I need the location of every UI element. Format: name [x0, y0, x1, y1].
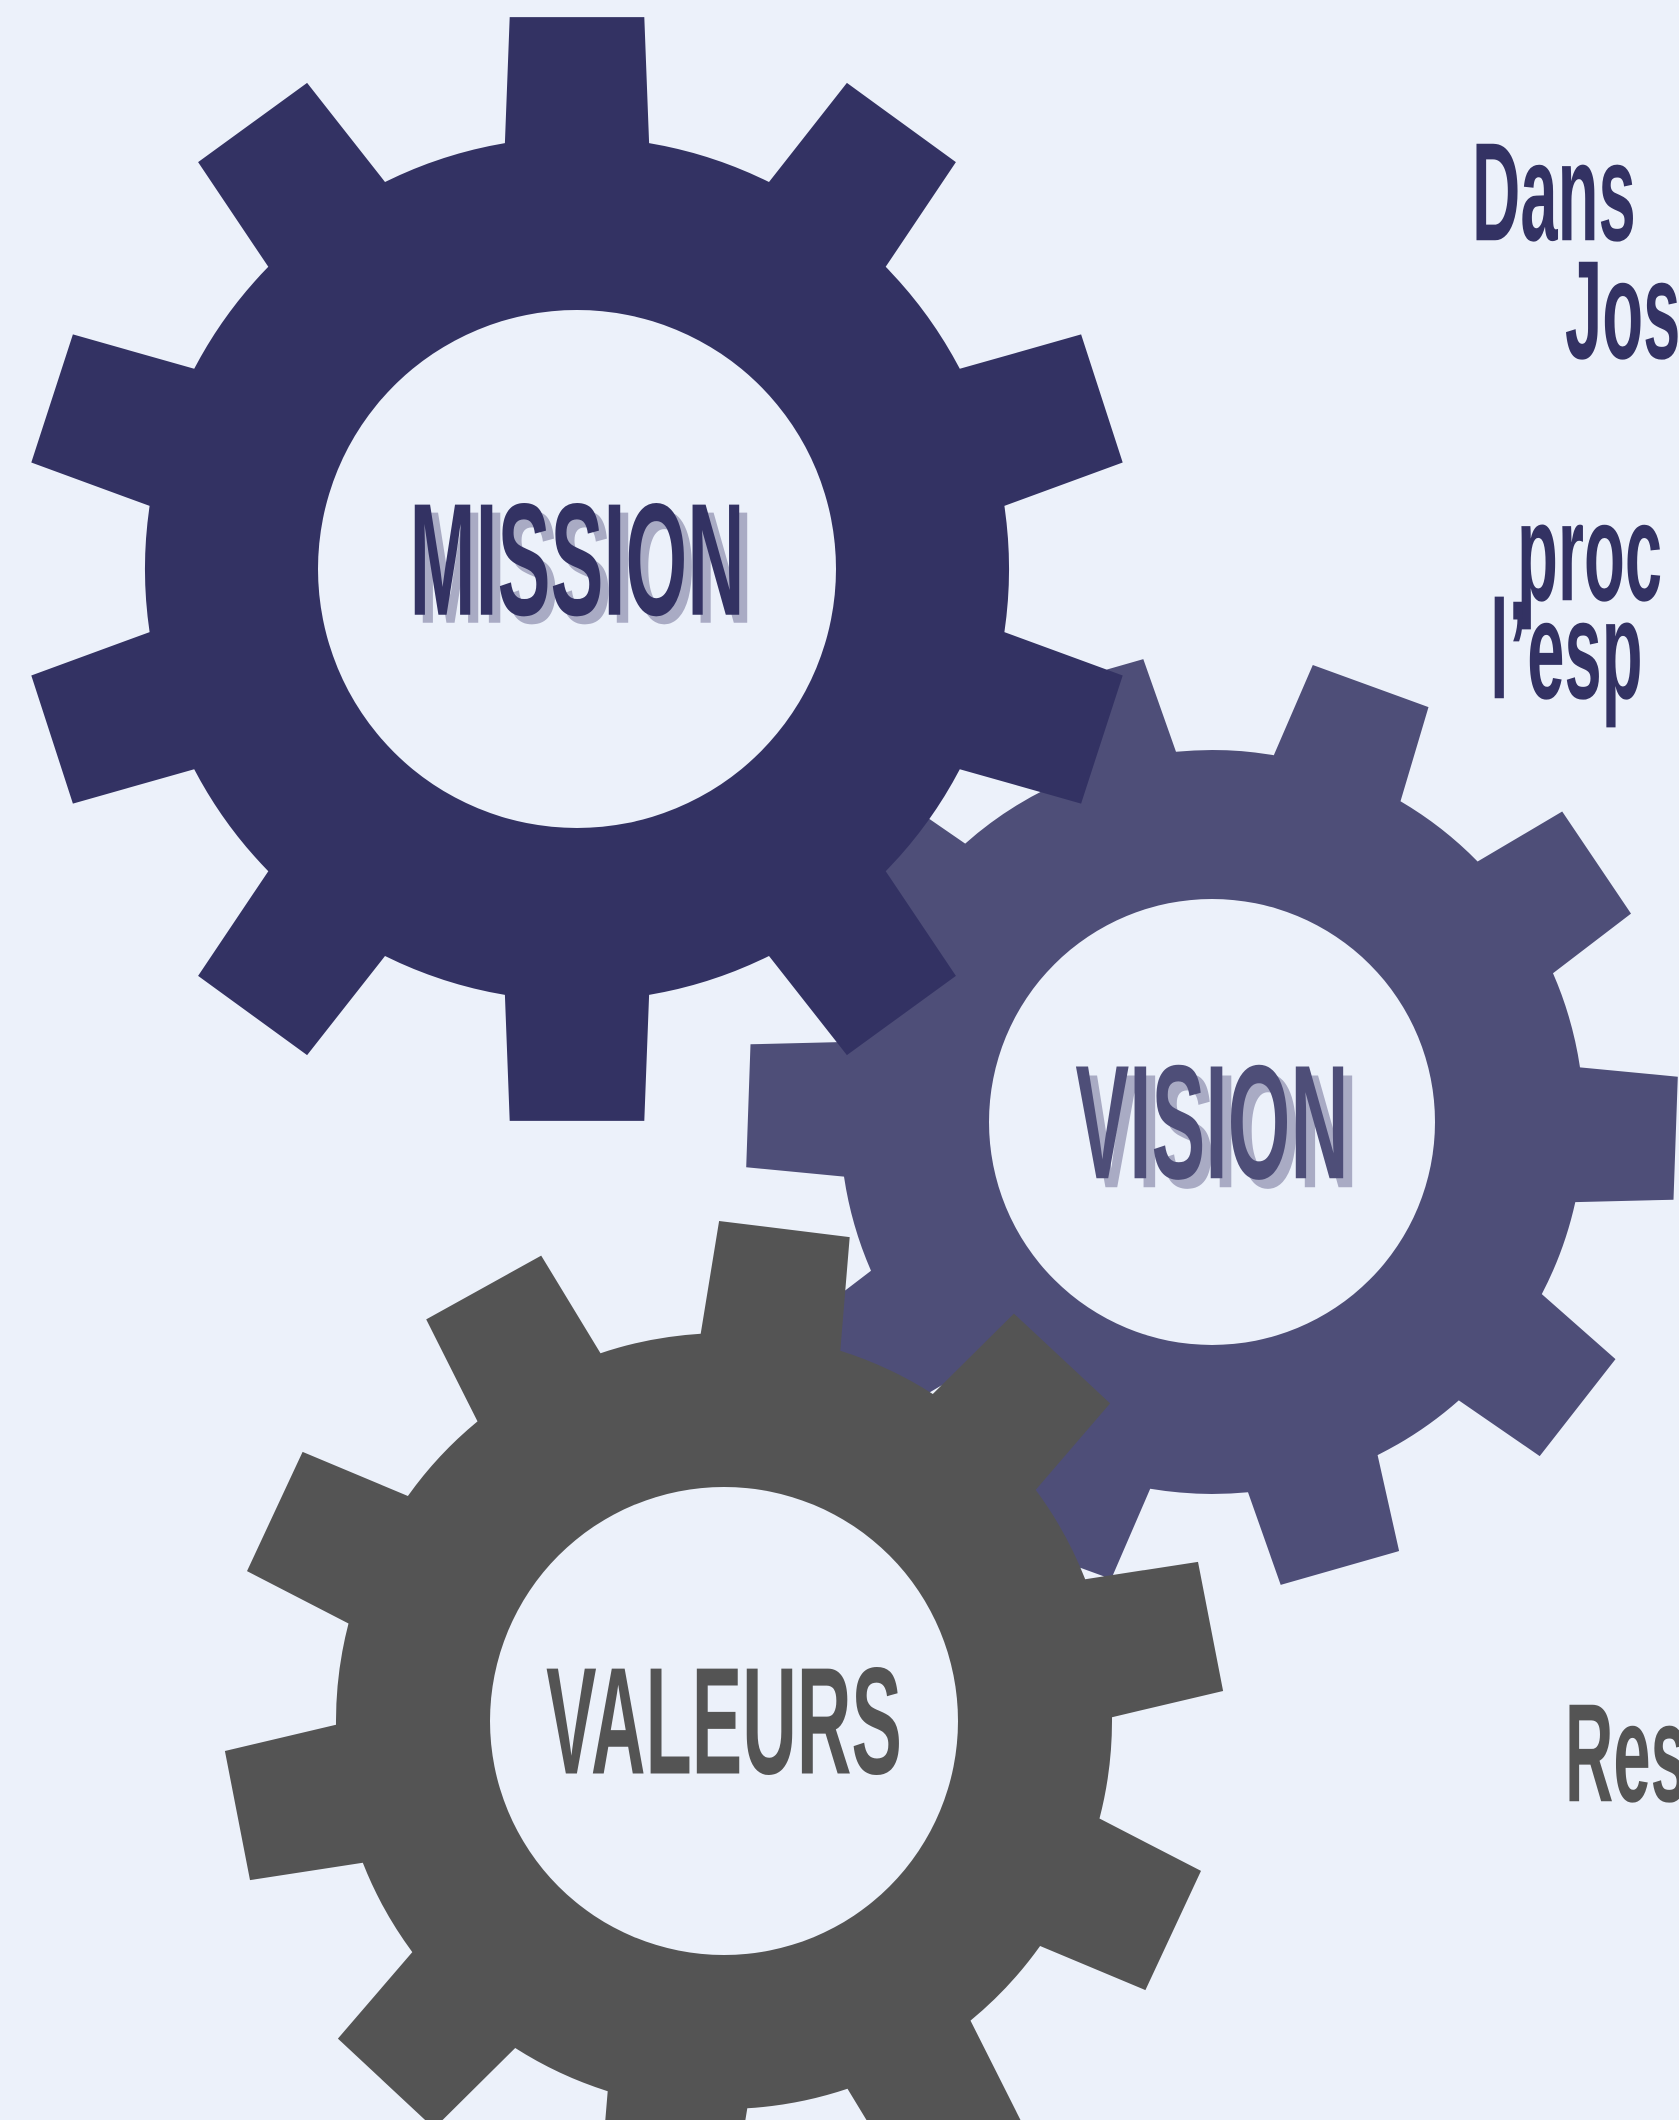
mission-text-line-1: Dans — [1472, 112, 1636, 271]
mission-text-line-4: l’esp — [1490, 570, 1643, 729]
mission-text-line-2: Jos — [1565, 230, 1679, 389]
mission-label: MISSION — [409, 471, 745, 650]
mission-label-shadow: MISSION — [417, 479, 753, 658]
valeurs-gear-hole — [490, 1487, 958, 1955]
valeurs-label: VALEURS — [546, 1636, 902, 1806]
vision-label: VISION — [1075, 1030, 1349, 1214]
mission-text-line-3: proc — [1517, 472, 1663, 631]
vision-label-shadow: VISION — [1084, 1039, 1358, 1223]
mission-gear-hole — [318, 310, 836, 828]
valeurs-text-line-1: Res — [1565, 1673, 1679, 1832]
vision-gear-hole — [989, 899, 1435, 1345]
